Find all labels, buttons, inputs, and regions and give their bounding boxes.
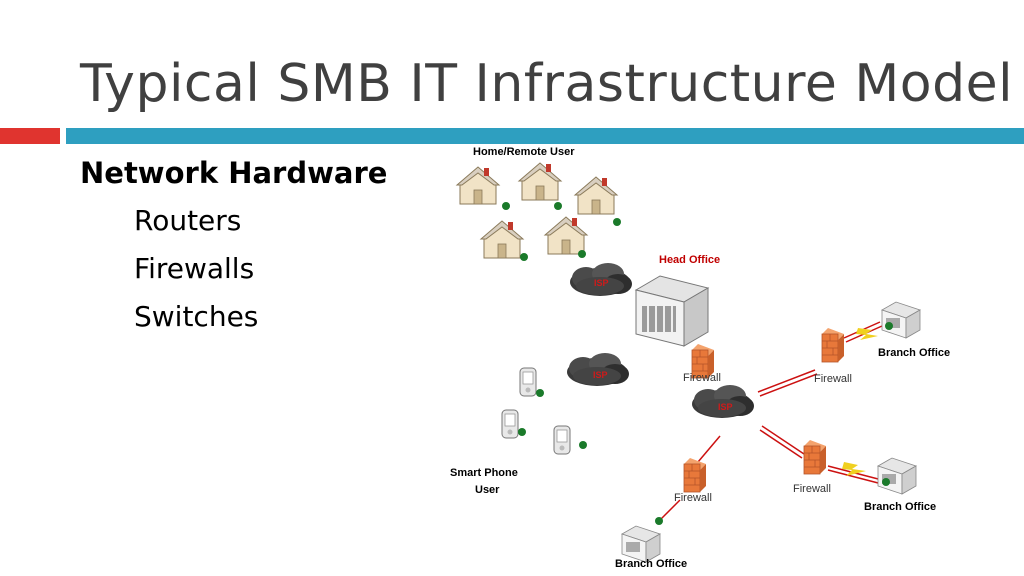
status-dot: [882, 478, 890, 486]
house-icon: [574, 176, 618, 215]
isp-cloud-icon: ISP: [570, 263, 632, 296]
smart-phone-label-line2: User: [475, 484, 500, 496]
slide-title: Typical SMB IT Infrastructure Model: [80, 54, 1014, 114]
status-dot: [885, 322, 893, 330]
lightning-bolt-icon: [842, 462, 866, 476]
status-dot: [613, 218, 621, 226]
firewall-icon: [803, 439, 827, 475]
branch-office-building-icon: [881, 301, 921, 339]
status-dot: [536, 389, 544, 397]
head-office-label: Head Office: [659, 254, 720, 266]
bullet-firewalls: Firewalls: [134, 252, 255, 285]
smart-phone-label: Smart Phone: [450, 467, 518, 479]
head-office-building-icon: [634, 275, 710, 347]
svg-text:ISP: ISP: [594, 278, 609, 288]
firewall-icon: [821, 327, 845, 363]
branch-office-building-icon: [877, 457, 917, 495]
lightning-bolt-icon: [856, 328, 878, 340]
isp-cloud-icon: ISP: [692, 385, 754, 418]
house-icon: [544, 216, 588, 255]
isp-cloud-icon: ISP: [567, 353, 629, 386]
house-icon: [480, 220, 524, 259]
section-heading: Network Hardware: [80, 156, 388, 190]
firewall-label: Firewall: [683, 372, 721, 384]
firewall-icon: [683, 457, 707, 493]
house-icon: [518, 162, 562, 201]
firewall-label: Firewall: [674, 492, 712, 504]
firewall-label: Firewall: [814, 373, 852, 385]
smartphone-icon: [553, 425, 571, 455]
smartphone-icon: [519, 367, 537, 397]
status-dot: [502, 202, 510, 210]
svg-text:ISP: ISP: [593, 370, 608, 380]
status-dot: [518, 428, 526, 436]
status-dot: [579, 441, 587, 449]
branch-office-building-icon: [621, 525, 661, 563]
bullet-switches: Switches: [134, 300, 259, 333]
bullet-routers: Routers: [134, 204, 242, 237]
status-dot: [520, 253, 528, 261]
status-dot: [578, 250, 586, 258]
network-diagram: Home/Remote User ISP ISP ISP Head Office…: [450, 146, 950, 570]
status-dot: [554, 202, 562, 210]
accent-bar-blue: [66, 128, 1024, 144]
accent-bar-red: [0, 128, 60, 144]
branch-office-label: Branch Office: [615, 558, 687, 570]
branch-office-label: Branch Office: [878, 347, 950, 359]
house-icon: [456, 166, 500, 205]
svg-text:ISP: ISP: [718, 402, 733, 412]
firewall-label: Firewall: [793, 483, 831, 495]
smartphone-icon: [501, 409, 519, 439]
status-dot: [655, 517, 663, 525]
home-remote-user-label: Home/Remote User: [473, 146, 575, 158]
branch-office-label: Branch Office: [864, 501, 936, 513]
